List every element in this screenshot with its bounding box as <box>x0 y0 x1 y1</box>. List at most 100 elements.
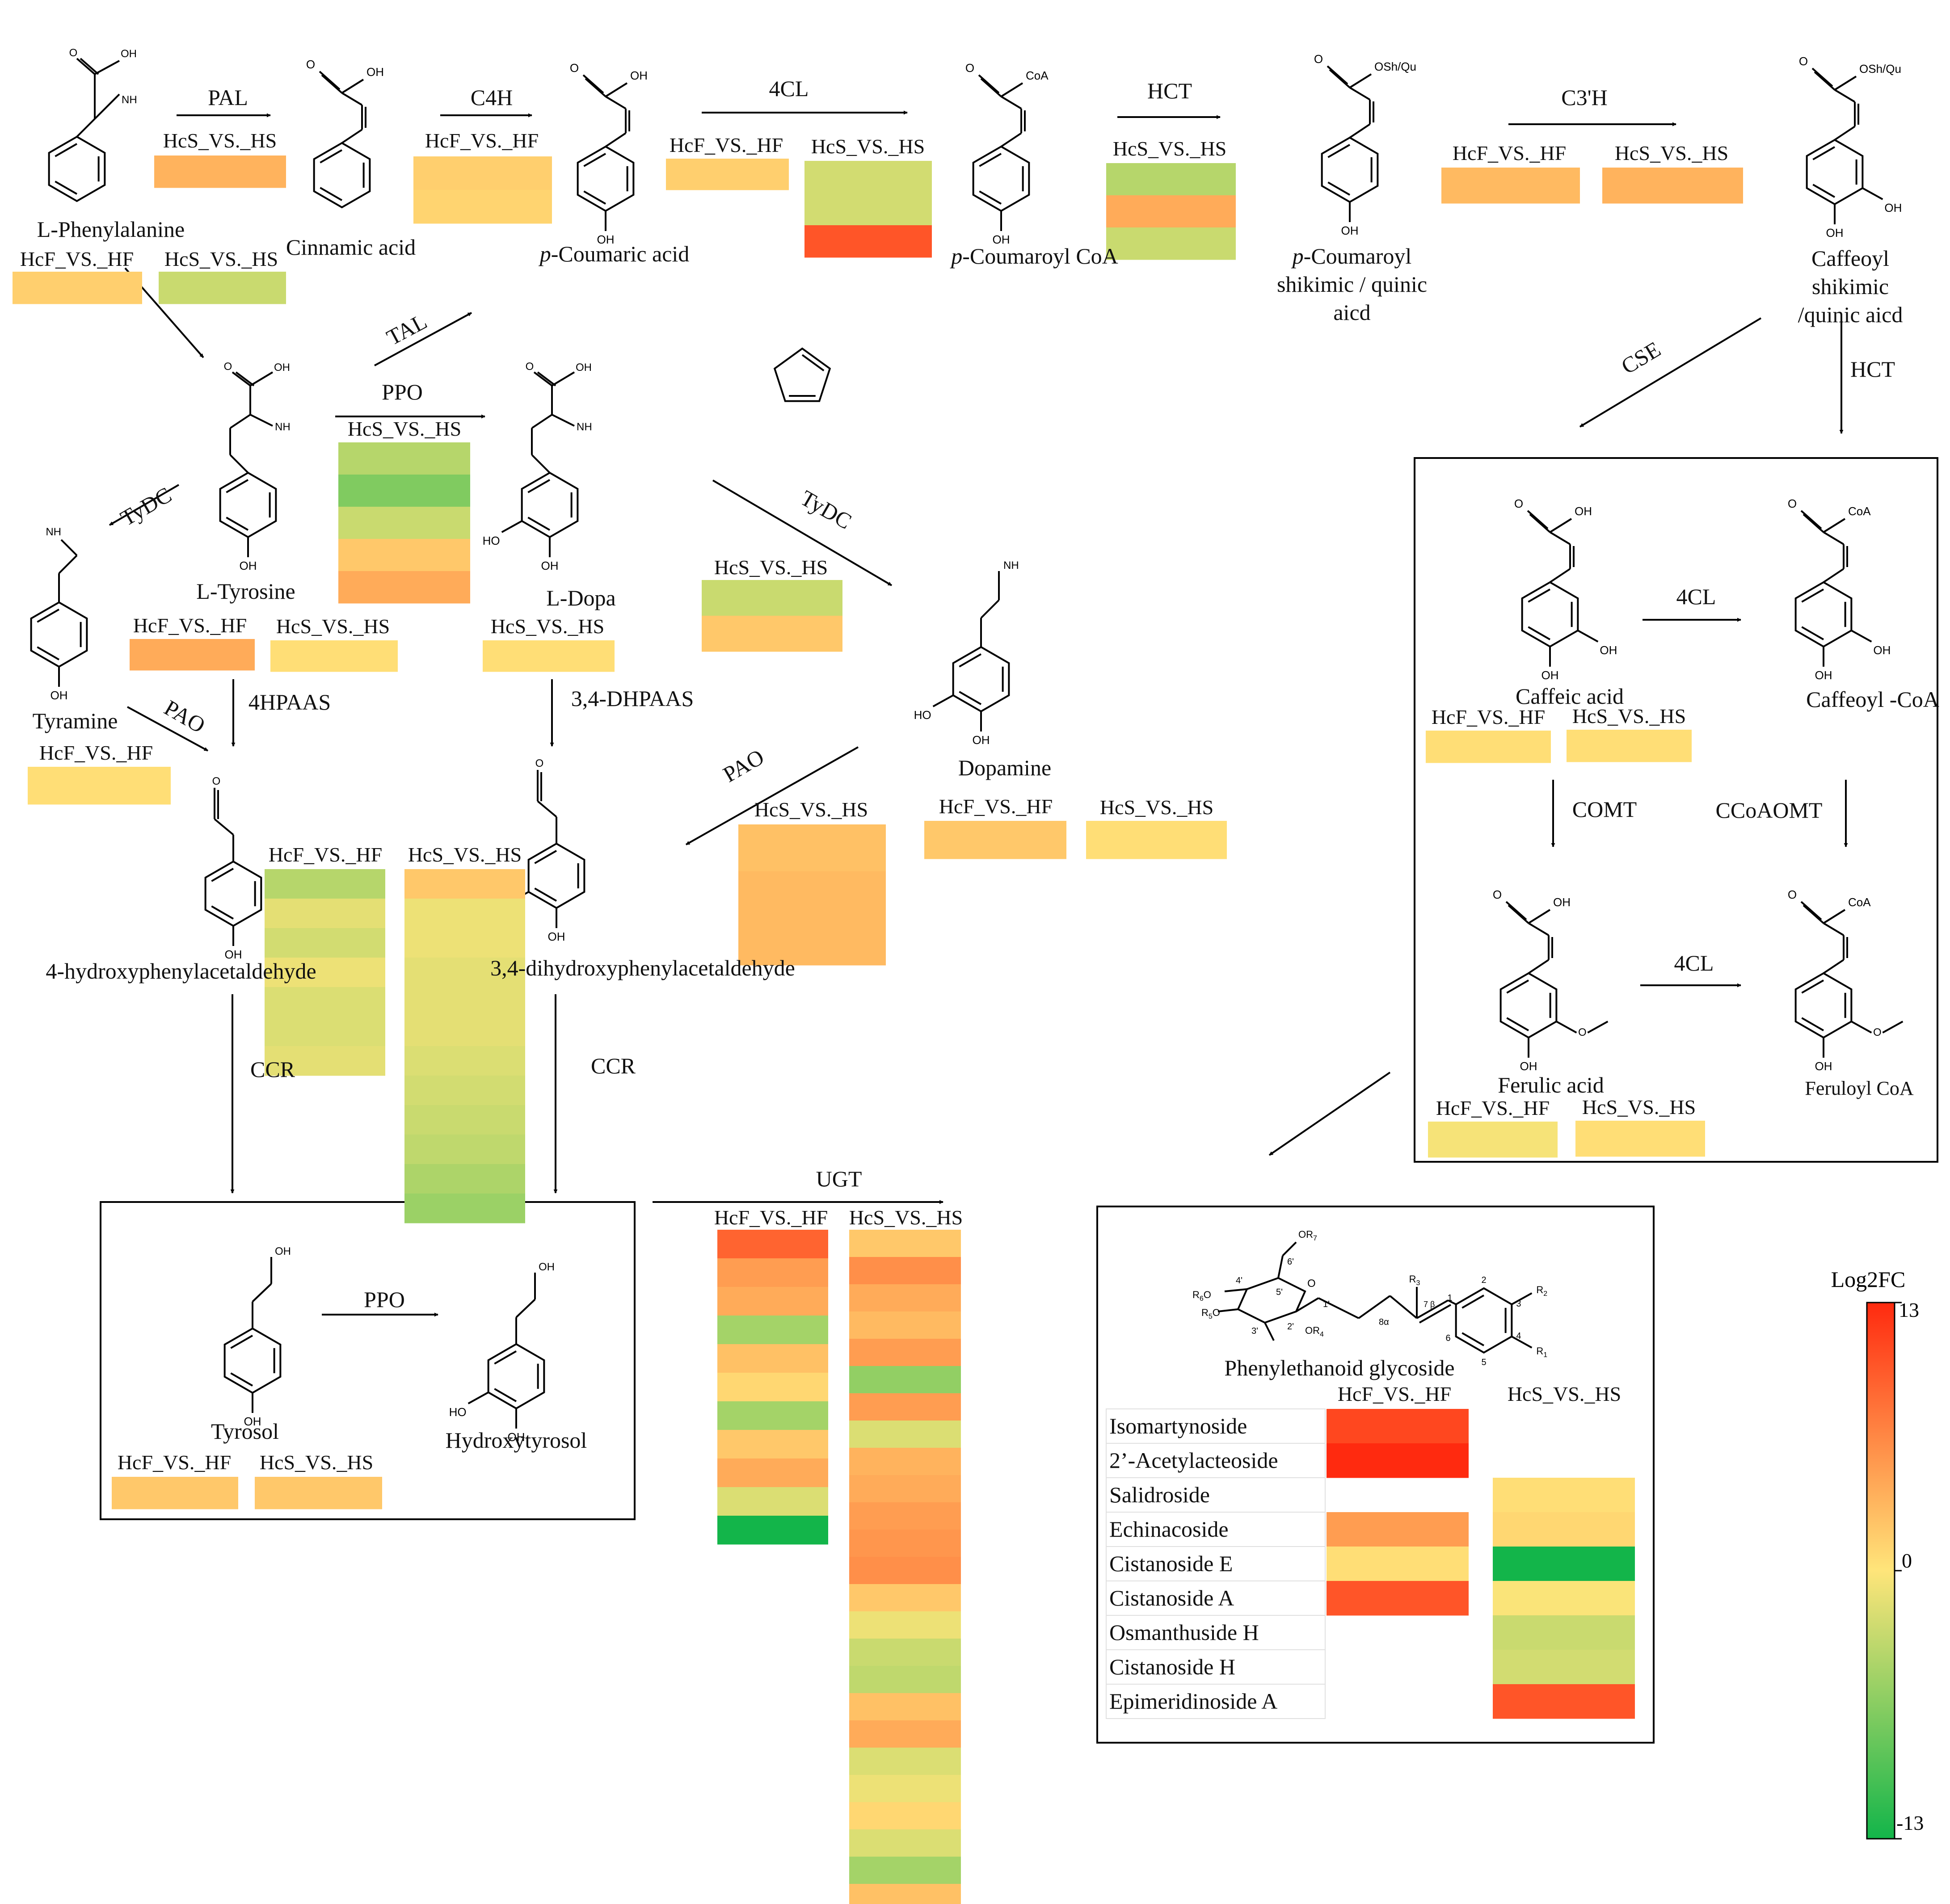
benzene-ring <box>1321 136 1379 203</box>
bond <box>1416 1299 1449 1319</box>
heatmap-cell-cl4_hs <box>804 161 932 193</box>
comparison-label: HcF_VS._HF <box>39 741 153 764</box>
comparison-label: HcS_VS._HS <box>1113 137 1226 160</box>
arrow-to-glycoside <box>1268 1072 1391 1156</box>
bond <box>1511 1292 1533 1305</box>
glycoside-name: Salidroside <box>1109 1482 1210 1507</box>
heatmap-cell-ugt_hs <box>849 1339 961 1366</box>
atom-label: O <box>1493 888 1502 901</box>
aromatic-bond <box>1801 588 1824 603</box>
heatmap-cell-c3h_hf <box>1441 168 1580 204</box>
enzyme-34dhpaas: 3,4-DHPAAS <box>571 686 694 711</box>
heatmap-cell-ugt_hs <box>849 1311 961 1339</box>
aromatic-bond <box>979 190 1002 205</box>
bond <box>94 60 120 75</box>
heatmap-cell-ccr_hs <box>404 958 525 988</box>
caffeic-ferulic-box <box>1414 457 1938 1163</box>
enzyme-c4h: C4H <box>471 85 513 110</box>
aromatic-bond <box>1801 626 1824 640</box>
bond <box>232 371 251 387</box>
aromatic-bond <box>320 149 343 164</box>
heatmap-cell-caffeic_hf <box>1426 731 1551 763</box>
comparison-label: HcS_VS._HS <box>714 556 828 579</box>
heatmap-cell-dopamine_hf <box>924 821 1066 859</box>
bond <box>60 539 78 556</box>
heatmap-cell-ugt_hf <box>717 1458 828 1488</box>
aromatic-bond <box>55 143 78 157</box>
atom-label: O <box>1204 1289 1211 1300</box>
subscript: 5 <box>1209 1313 1213 1320</box>
heatmap-cell-c3h_hs <box>1602 168 1743 204</box>
compound-cinnamic-acid: Cinnamic acid <box>286 235 416 260</box>
aromatic-bond <box>37 609 60 623</box>
bond <box>1329 69 1351 88</box>
substituent-bond <box>932 694 954 707</box>
atom-label: β <box>1430 1300 1435 1309</box>
heatmap-cell-ugt_hs <box>849 1693 961 1721</box>
atom-label: OR4 <box>1305 1325 1324 1338</box>
heatmap-cell-c4h_hf <box>413 190 552 224</box>
heatmap-cell-dopa_hs <box>483 640 615 672</box>
aromatic-bond <box>494 1388 517 1402</box>
heatmap-cell-pao_hs <box>738 871 886 919</box>
arrow-pao-dopamine <box>686 746 859 845</box>
comparison-label: HcS_VS._HS <box>164 248 278 270</box>
glycoside-table: Isomartynoside2’-AcetylacteosideSalidros… <box>1106 1408 1326 1719</box>
comparison-label: HcF_VS._HF <box>269 843 382 866</box>
heatmap-cell-peg_hf <box>1327 1547 1469 1581</box>
bond <box>1823 959 1845 974</box>
benzene-ring <box>219 471 277 538</box>
heatmap-cell-ugt_hs <box>849 1475 961 1503</box>
heatmap-cell-peg_hf <box>1327 1409 1469 1444</box>
atom-label: 7 <box>1424 1300 1428 1309</box>
subscript: 2 <box>1543 1290 1547 1298</box>
compound-34-dihydroxyphenylacetaldehyde: 3,4-dihydroxyphenylacetaldehyde <box>490 955 795 980</box>
aromatic-bond <box>230 1335 253 1349</box>
heatmap-cell-ppo <box>338 539 470 572</box>
heatmap-cell-dopamine_hs <box>1086 821 1227 859</box>
heatmap-cell-phe_hs <box>159 272 286 304</box>
bond <box>585 78 606 97</box>
bond <box>1508 904 1529 924</box>
bond <box>58 555 78 574</box>
bond <box>1823 568 1845 583</box>
bond <box>1834 126 1856 141</box>
heatmap-cell-peg_hf <box>1327 1581 1469 1616</box>
bond <box>1800 510 1822 530</box>
comparison-label: HcS_VS._HS <box>276 615 390 638</box>
bond <box>1349 87 1371 101</box>
bond <box>1448 1299 1457 1305</box>
atom-label: OH <box>1815 668 1832 682</box>
compound-p-coumaroyl-shikimic-1: p-Coumaroyl <box>1291 244 1412 269</box>
enzyme-pao-1: PAO <box>160 695 210 738</box>
bond <box>1327 65 1348 85</box>
heatmap-cell-ccr_hs <box>404 1046 525 1076</box>
heatmap-cell-ugt_hs <box>849 1857 961 1884</box>
atom-label: CoA <box>1848 504 1871 518</box>
bond <box>1217 1308 1238 1312</box>
aromatic-bond <box>1327 144 1351 158</box>
heatmap-cell-peg_hs <box>1493 1650 1635 1685</box>
bond <box>1264 1322 1275 1341</box>
aromatic-bond <box>527 517 551 531</box>
atom-label: 4' <box>1236 1276 1242 1286</box>
bond <box>341 79 364 94</box>
bond <box>1834 89 1856 103</box>
heatmap-cell-ccr_hs <box>404 987 525 1017</box>
bond <box>605 96 627 109</box>
comparison-label: HcF_VS._HF <box>714 1206 828 1229</box>
bond <box>1549 531 1571 545</box>
enzyme-tydc-1: TyDC <box>116 482 176 531</box>
benzene-ring <box>30 601 88 668</box>
heatmap-cell-peg_hs <box>1493 1581 1635 1616</box>
atom-label: OH <box>1575 504 1592 518</box>
heatmap-cell-ugt_hs <box>849 1584 961 1612</box>
bond <box>980 78 1002 97</box>
enzyme-4cl-3: 4CL <box>1674 950 1714 975</box>
comparison-label: HcS_VS._HS <box>260 1451 373 1474</box>
enzyme-ccr-1: CCR <box>250 1057 295 1082</box>
log2fc-legend: Log2FC 13 0 -13 <box>1831 1267 1924 1840</box>
atom-label: R1 <box>1536 1345 1547 1359</box>
bond <box>341 92 363 106</box>
bond <box>229 454 249 474</box>
